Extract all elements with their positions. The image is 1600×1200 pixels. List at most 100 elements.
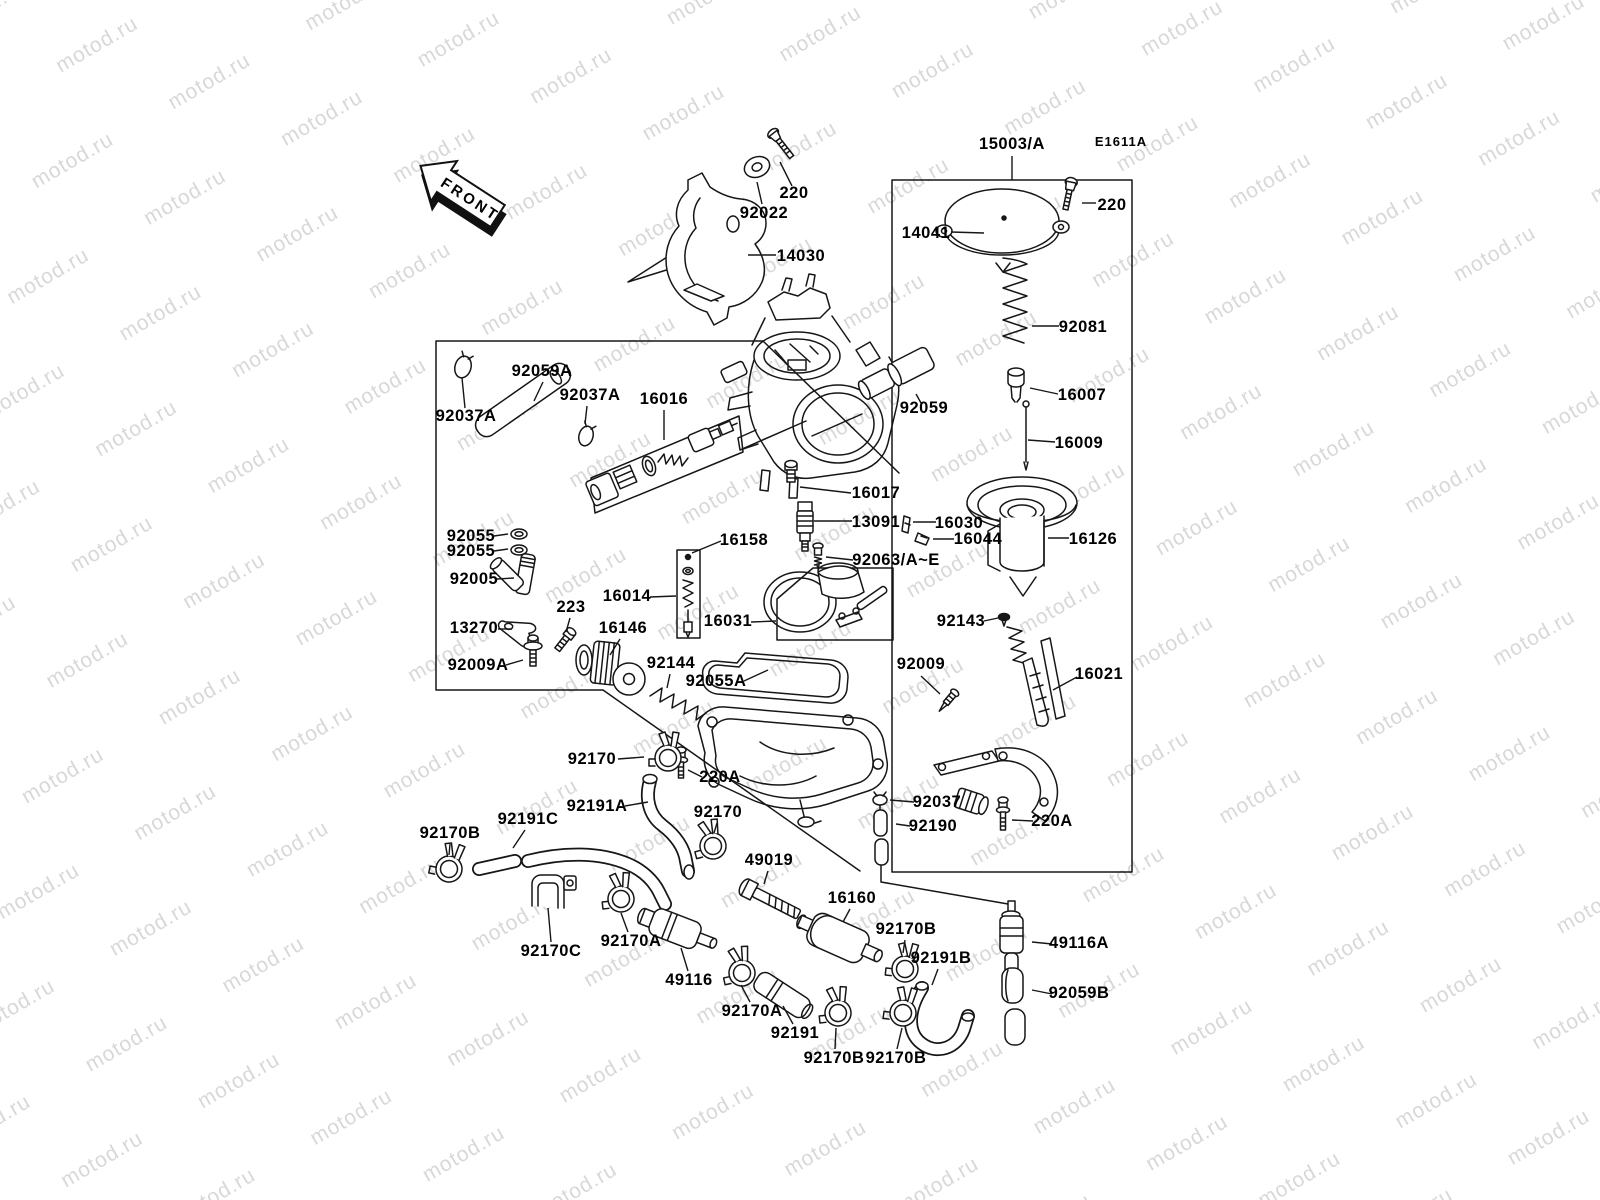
- axis-line: [741, 420, 807, 450]
- leader-line: [713, 822, 718, 834]
- part-label-92190: 92190: [909, 817, 957, 835]
- bolt-49019: [738, 878, 802, 920]
- plunger-16146: [575, 640, 646, 696]
- part-label-16017: 16017: [852, 484, 900, 502]
- starter-plunger-16021: [1006, 626, 1066, 727]
- leader-line: [782, 1005, 794, 1025]
- part-label-220: 220: [779, 184, 808, 202]
- leader-line: [565, 617, 571, 633]
- choke-plunger-16016: [585, 420, 738, 507]
- tube-92059: [857, 346, 935, 401]
- throttle-valve-16031: [763, 562, 888, 633]
- part-label-16014: 16014: [603, 587, 652, 605]
- spring-92081: [1002, 257, 1028, 344]
- leader-line: [461, 377, 466, 409]
- part-label-92005: 92005: [450, 570, 498, 588]
- diaphragm-16126: [966, 476, 1078, 597]
- leader-line: [895, 823, 911, 827]
- leader-line: [547, 907, 552, 943]
- part-label-92170: 92170: [694, 803, 742, 821]
- screw-220-top: [767, 127, 795, 160]
- part-label-92081: 92081: [1059, 318, 1107, 336]
- leader-line: [920, 675, 941, 695]
- leader-line: [889, 799, 915, 803]
- plug-16017: [784, 459, 798, 483]
- part-label-16007: 16007: [1058, 386, 1106, 404]
- leader-lines: [448, 156, 1096, 1050]
- leader-line: [512, 829, 526, 849]
- holder-16007: [1007, 367, 1025, 403]
- part-label-16044: 16044: [954, 530, 1003, 548]
- part-label-92191: 92191: [771, 1024, 819, 1042]
- leader-line: [617, 756, 645, 760]
- pointer-line: [880, 864, 1009, 905]
- hose-end: [683, 864, 695, 880]
- part-label-92170A: 92170A: [601, 932, 662, 950]
- leader-line: [687, 769, 703, 778]
- screw-92009a: [523, 634, 543, 667]
- part-label-49116: 49116: [665, 971, 712, 989]
- cable-end-knob: [953, 787, 989, 816]
- holder-92170c: [531, 874, 577, 909]
- hose-end: [961, 1012, 975, 1022]
- leader-line: [950, 231, 985, 234]
- part-label-16126: 16126: [1069, 530, 1117, 548]
- part-label-92037A: 92037A: [560, 386, 621, 404]
- tubes-92190: [873, 809, 889, 866]
- gasket-92055a: [701, 652, 849, 704]
- leader-line: [915, 393, 922, 404]
- part-label-92143: 92143: [937, 612, 985, 630]
- leader-line: [1052, 676, 1078, 691]
- part-label-92055A: 92055A: [686, 672, 747, 690]
- screw-92063: [812, 542, 824, 570]
- part-label-16031: 16031: [704, 612, 752, 630]
- float-bowl: [697, 706, 889, 828]
- part-label-49019: 49019: [745, 851, 793, 869]
- clamp-92170b: [815, 985, 854, 1029]
- tubes-92059b: [1001, 967, 1026, 1046]
- diagram-code: E1611A: [1095, 134, 1147, 149]
- part-label-16158: 16158: [720, 531, 768, 549]
- part-label-14041: 14041: [902, 224, 950, 242]
- part-label-220: 220: [1097, 196, 1126, 214]
- leader-line: [1031, 941, 1053, 945]
- part-label-92144: 92144: [647, 654, 696, 672]
- clip-92037a-right: [578, 420, 597, 447]
- part-label-92170A: 92170A: [722, 1002, 783, 1020]
- detail-box-pilot: [676, 549, 701, 639]
- clip-92037a-left: [454, 350, 474, 379]
- part-label-92191B: 92191B: [911, 949, 972, 967]
- valve-49116: [636, 907, 718, 950]
- drain-screw-92009: [938, 688, 960, 712]
- part-label-13091: 13091: [852, 513, 900, 531]
- carburetor-body: [720, 273, 900, 499]
- part-label-92009A: 92009A: [448, 656, 509, 674]
- front-arrow-face: [419, 159, 507, 229]
- screw-92143: [997, 612, 1011, 627]
- part-label-92170: 92170: [568, 750, 616, 768]
- part-label-92170B: 92170B: [804, 1049, 865, 1067]
- part-label-92170B: 92170B: [420, 824, 481, 842]
- clamp-92170a: [717, 944, 759, 991]
- part-label-92059: 92059: [900, 399, 948, 417]
- leader-line: [902, 939, 906, 954]
- cover-14041: [935, 188, 1070, 273]
- part-label-14030: 14030: [777, 247, 825, 265]
- part-label-92170B: 92170B: [876, 920, 937, 938]
- nozzle-13091: [796, 501, 814, 552]
- choke-lever: [933, 747, 1059, 822]
- part-label-92063/A~E: 92063/A~E: [852, 551, 940, 569]
- part-label-92170C: 92170C: [521, 942, 582, 960]
- spring-92144: [649, 687, 707, 721]
- leader-line: [763, 870, 769, 885]
- filter-16160: [796, 912, 883, 964]
- part-labels: 220920221403015003/A22014041920811600716…: [420, 135, 1126, 1067]
- part-label-92055: 92055: [447, 527, 495, 545]
- leader-line: [533, 381, 544, 402]
- clamp-92170: [648, 731, 682, 772]
- leader-line: [779, 161, 793, 187]
- clamp-92170b: [881, 983, 921, 1029]
- leader-line: [666, 673, 671, 689]
